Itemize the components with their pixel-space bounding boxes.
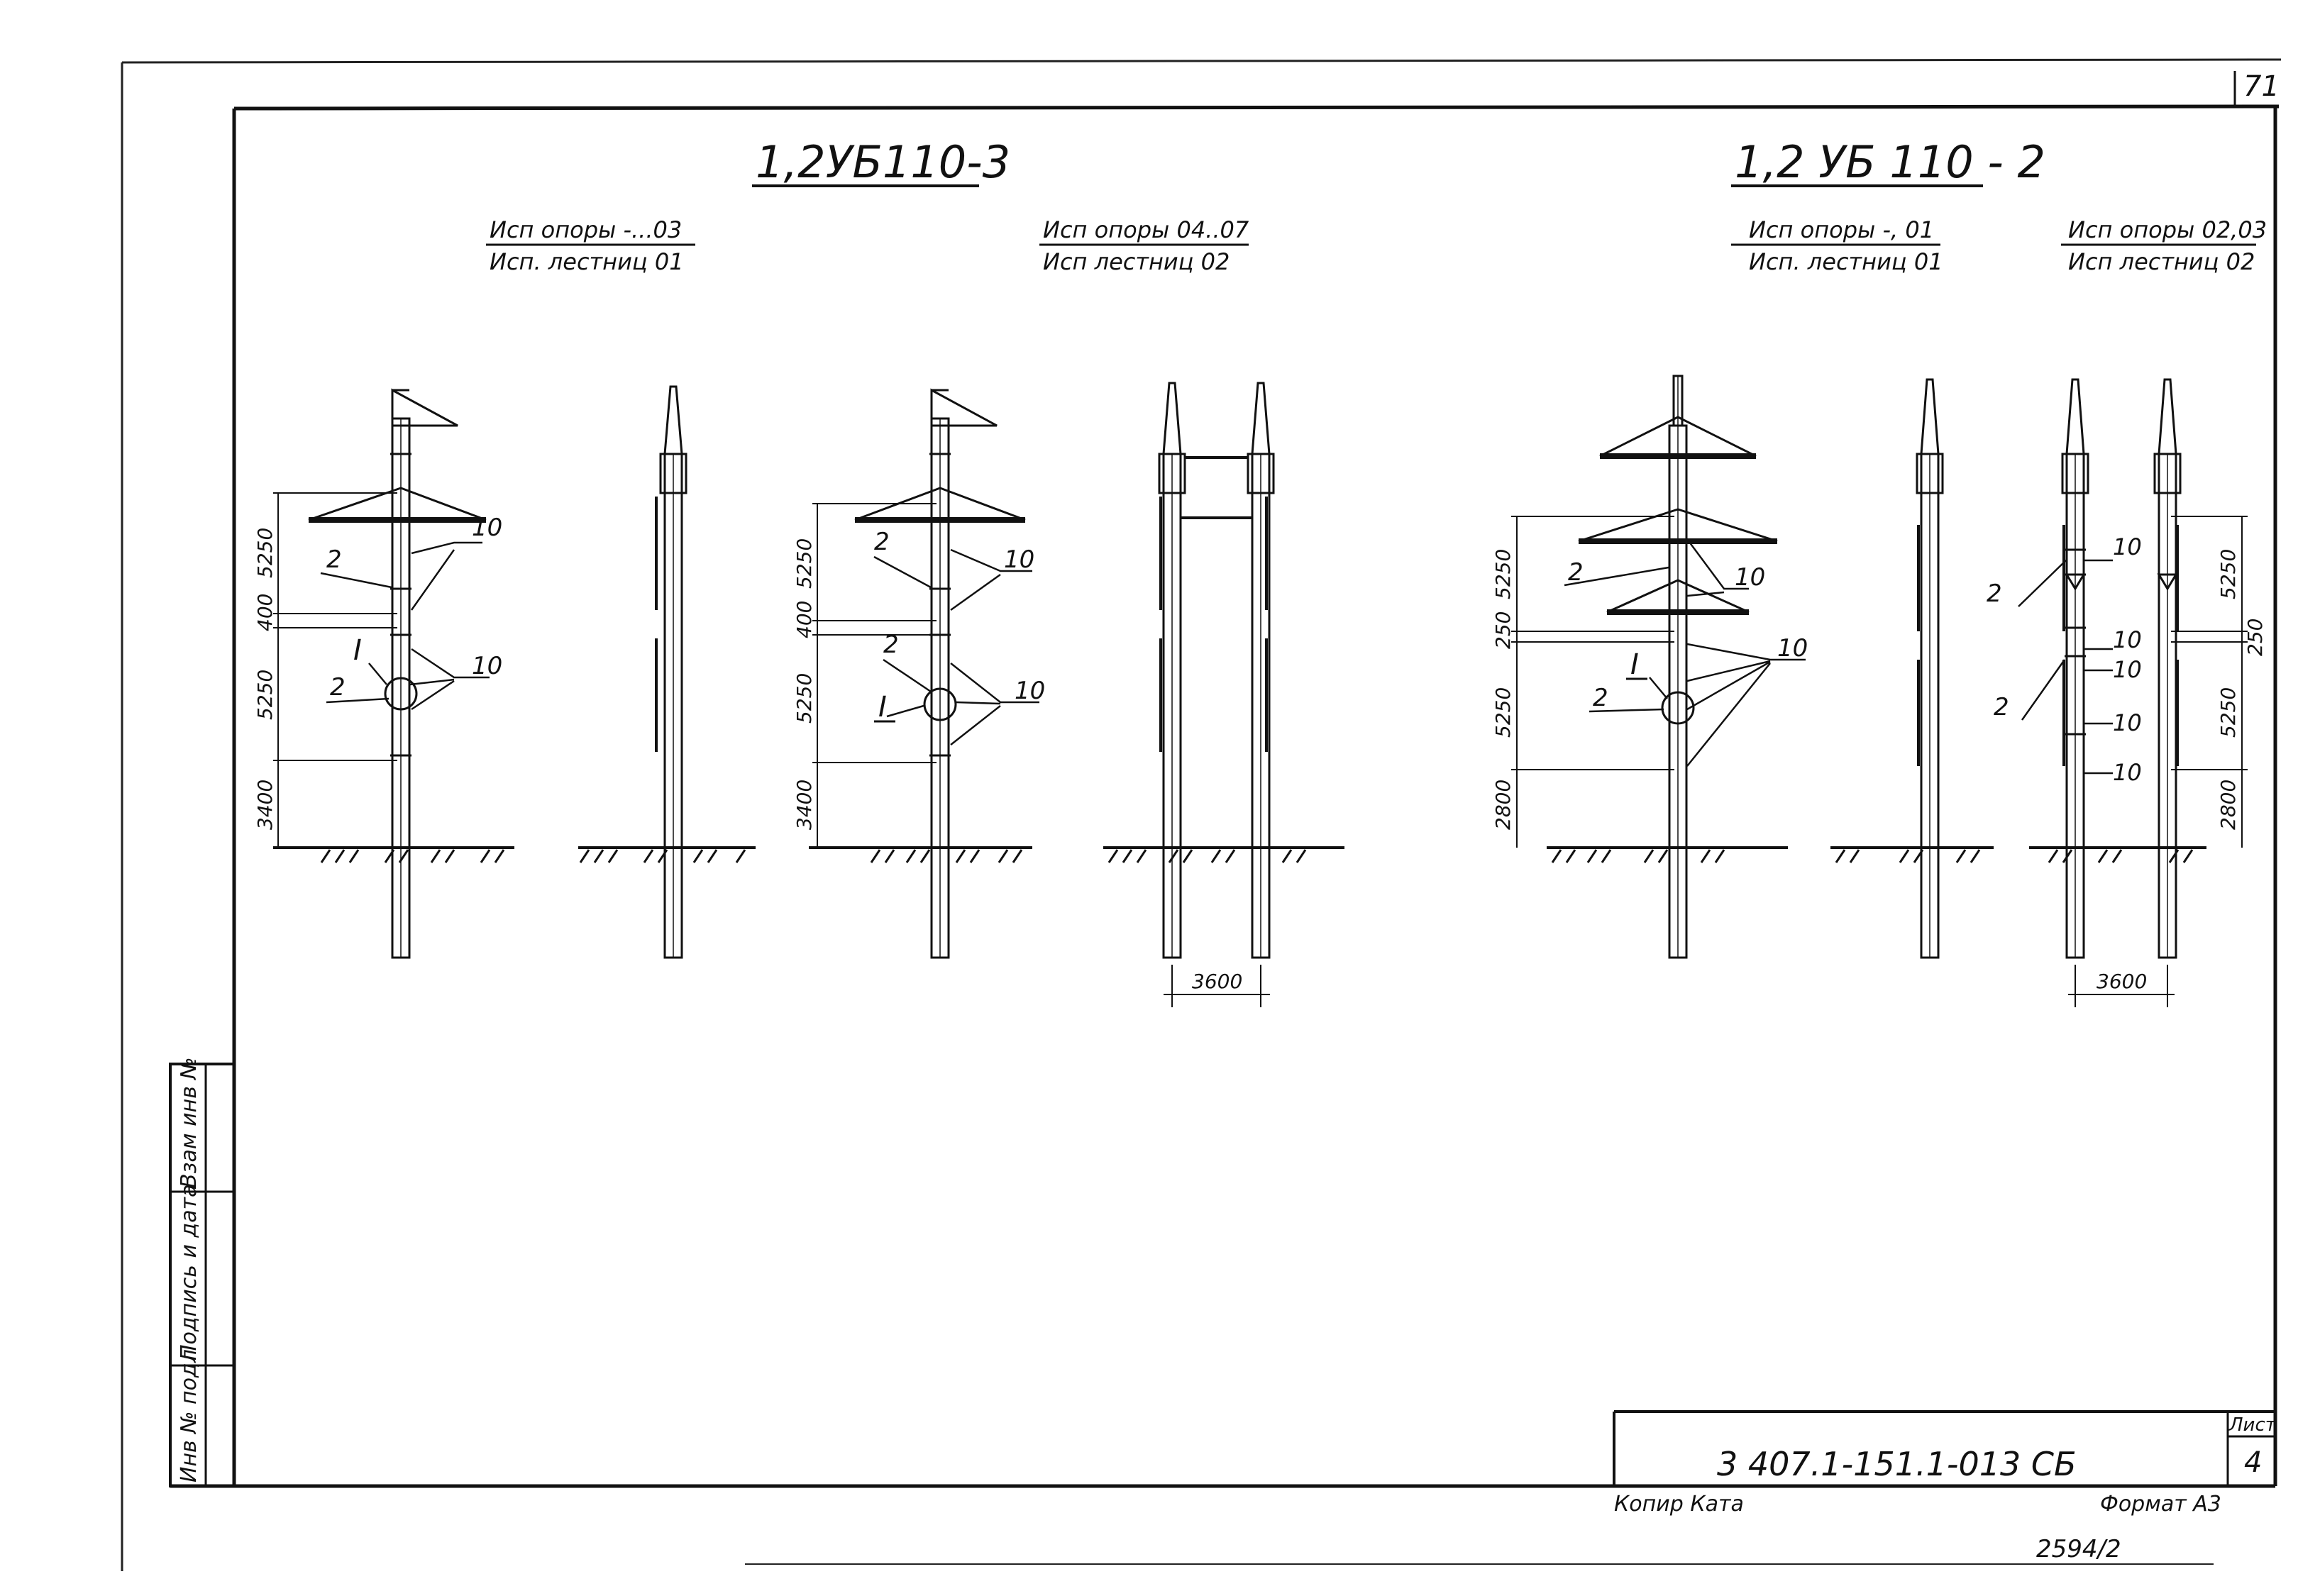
callout-10-e: 10 — [1735, 563, 1765, 592]
dim-3600-v4: 3600 — [2097, 970, 2147, 993]
detail-mark-2: I — [878, 691, 887, 724]
callout-2-c: 2 — [874, 528, 890, 556]
callout-10-g: 10 — [2113, 533, 2142, 560]
caption-view-1: Исп опоры -...03 Исп. лестниц 01 — [486, 216, 695, 275]
svg-text:Исп. лестниц 01: Исп. лестниц 01 — [490, 248, 684, 275]
callout-10-h: 10 — [2113, 626, 2142, 653]
tower-view-1-side — [655, 385, 687, 959]
dim-5250-v2-top: 5250 — [792, 538, 816, 589]
callout-2-e: 2 — [1568, 558, 1584, 587]
dim-3400-v1: 3400 — [253, 780, 277, 830]
callout-10-i: 10 — [2113, 656, 2142, 683]
dim-5250-v4-top: 5250 — [2216, 549, 2240, 599]
callout-2-b: 2 — [330, 673, 346, 702]
tower-view-3-side — [1916, 378, 1944, 959]
dimension-chain-view-2 — [812, 503, 937, 848]
title-block — [1613, 1410, 2275, 1486]
callout-10-d: 10 — [1015, 677, 1045, 705]
callout-10-a: 10 — [472, 514, 502, 542]
dimension-chain-view-1 — [273, 492, 397, 848]
callout-10-k: 10 — [2113, 759, 2142, 786]
callout-2-g: 2 — [1987, 580, 2002, 608]
archive-code: 2594/2 — [2036, 1535, 2121, 1563]
detail-mark-3: I — [1630, 648, 1639, 681]
callout-2-h: 2 — [1994, 693, 2009, 721]
dim-2800-v3: 2800 — [1491, 780, 1515, 830]
dim-5250-v1-top: 5250 — [253, 528, 277, 578]
svg-text:Исп. лестниц 01: Исп. лестниц 01 — [1749, 248, 1943, 275]
dim-3400-v2: 3400 — [792, 780, 816, 830]
sheet-label: Лист — [2228, 1414, 2277, 1436]
tower-view-3 — [1564, 375, 1806, 959]
stamp-signature-date: Подпись и дата — [177, 1185, 201, 1361]
dim-5250-v1-bottom: 5250 — [253, 670, 277, 720]
callout-10-b: 10 — [472, 652, 502, 680]
callout-10-j: 10 — [2113, 709, 2142, 736]
detail-mark-1: I — [353, 634, 362, 667]
dim-400-v1: 400 — [253, 594, 277, 631]
callout-2-a: 2 — [326, 545, 342, 574]
svg-text:Исп опоры 04..07: Исп опоры 04..07 — [1043, 216, 1249, 243]
dim-400-v2: 400 — [792, 601, 816, 638]
tower-view-4 — [2018, 378, 2113, 959]
stamp-replacement-inventory: Взам инв № — [177, 1057, 201, 1188]
stamp-inventory-original: Инв № подл — [177, 1349, 201, 1483]
tower-view-1 — [308, 388, 490, 959]
tower-view-2 — [854, 388, 1039, 959]
caption-view-2: Исп опоры 04..07 Исп лестниц 02 — [1039, 216, 1249, 275]
svg-text:Исп опоры -...03: Исп опоры -...03 — [490, 216, 682, 243]
tower-view-2-side — [1158, 382, 1275, 1007]
svg-text:Исп лестниц 02: Исп лестниц 02 — [2068, 248, 2255, 275]
copied-by: Копир Ката — [1614, 1492, 1744, 1517]
dim-250-v3: 250 — [1491, 611, 1515, 649]
side-stamp — [169, 1063, 236, 1487]
dim-250-v4: 250 — [2243, 619, 2267, 656]
dim-2800-v4: 2800 — [2216, 780, 2240, 830]
callout-10-c: 10 — [1004, 545, 1034, 574]
tower-view-4-side — [2068, 378, 2248, 1007]
document-designation: 3 407.1-151.1-013 СБ — [1717, 1445, 2077, 1483]
drawing-frame — [121, 58, 2282, 1571]
dimension-chain-view-3 — [1511, 516, 1674, 848]
caption-view-3: Исп опоры -, 01 Исп. лестниц 01 — [1731, 216, 1943, 275]
svg-text:Исп лестниц 02: Исп лестниц 02 — [1043, 248, 1230, 275]
paper-format: Формат А3 — [2100, 1492, 2221, 1517]
callout-2-f: 2 — [1593, 684, 1608, 712]
dim-5250-v3-top: 5250 — [1491, 549, 1515, 599]
section-title-left: 1,2УБ110-3 — [756, 136, 1010, 188]
sheet-number: 4 — [2244, 1446, 2262, 1479]
dim-5250-v2-bottom: 5250 — [792, 673, 816, 724]
dim-5250-v4-bottom: 5250 — [2216, 687, 2240, 738]
svg-text:Исп опоры 02,03: Исп опоры 02,03 — [2068, 216, 2267, 243]
callout-2-d: 2 — [883, 631, 899, 659]
corner-sheet-number: 71 — [2243, 70, 2280, 103]
dim-3600-v2: 3600 — [1192, 970, 1242, 993]
dim-5250-v3-bottom: 5250 — [1491, 687, 1515, 738]
callout-10-f: 10 — [1777, 634, 1808, 663]
svg-text:Исп опоры -, 01: Исп опоры -, 01 — [1749, 216, 1934, 243]
ground-lines — [273, 846, 2206, 863]
caption-view-4: Исп опоры 02,03 Исп лестниц 02 — [2061, 216, 2267, 275]
section-title-right: 1,2 УБ 110 - 2 — [1735, 136, 2045, 188]
